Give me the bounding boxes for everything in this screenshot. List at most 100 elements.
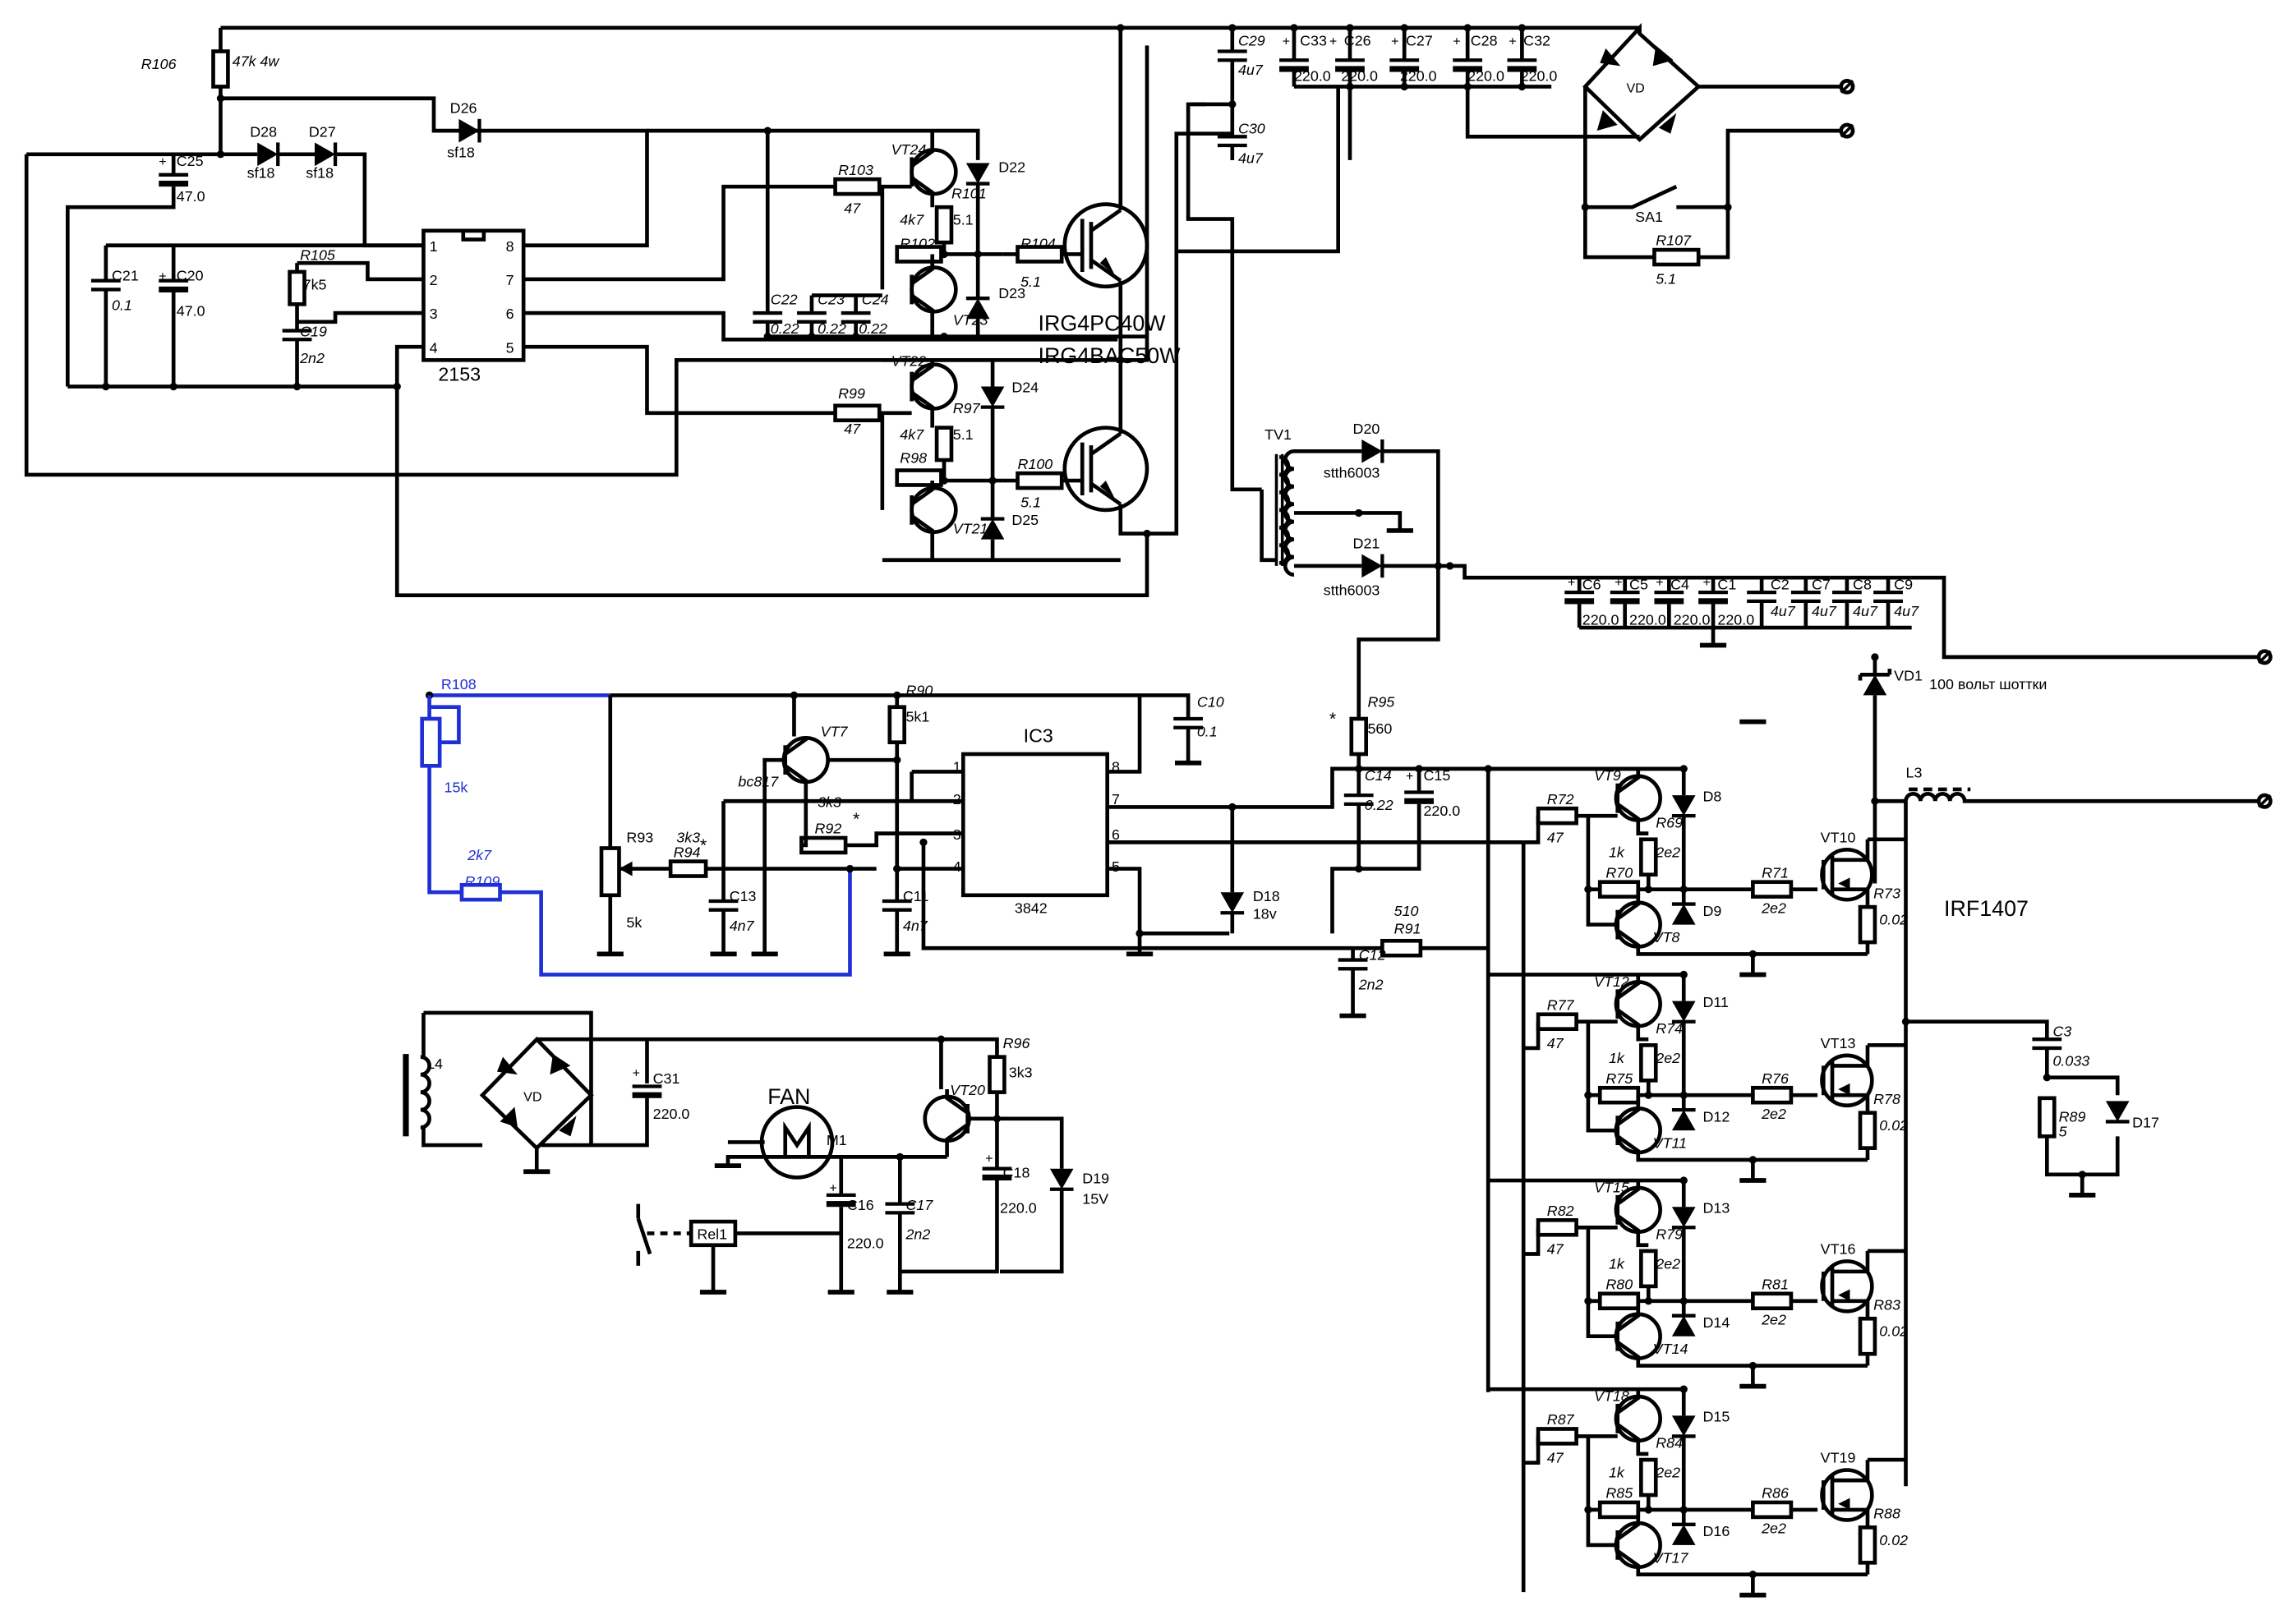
label-vt10: VT10 xyxy=(1821,829,1856,845)
label-r89: R89 xyxy=(2059,1108,2086,1125)
label-c2: C2 xyxy=(1771,577,1790,593)
label-d14: D14 xyxy=(1703,1314,1730,1331)
value-c31: 220.0 xyxy=(653,1106,690,1122)
value-r74: 2e2 xyxy=(1655,1050,1680,1066)
value-r95: 560 xyxy=(1367,720,1392,737)
value-c33: 220.0 xyxy=(1294,67,1331,84)
label-c24: C24 xyxy=(862,291,889,307)
value-c13: 4n7 xyxy=(730,918,755,934)
label-d26: D26 xyxy=(450,100,477,117)
ic3-pin-1: 1 xyxy=(953,758,961,775)
label-r105: R105 xyxy=(300,247,335,264)
value-d20: stth6003 xyxy=(1324,465,1380,481)
igbt-lower-label: IRG4BAC50W xyxy=(1039,343,1182,368)
label-sa1: SA1 xyxy=(1635,209,1663,225)
label-d24: D24 xyxy=(1011,380,1039,396)
label-l3: L3 xyxy=(1906,765,1923,781)
label-c12: C12 xyxy=(1359,947,1386,964)
value-c20: 47.0 xyxy=(177,303,205,320)
svg-text:*: * xyxy=(700,835,707,855)
label-c14: C14 xyxy=(1365,767,1392,784)
value-r97: 5.1 xyxy=(953,426,974,443)
label-r109: R109 xyxy=(465,873,500,890)
mains-section xyxy=(1117,22,1855,492)
value-r101-base: 4k7 xyxy=(900,212,924,228)
label-vd-bridge: VD xyxy=(1626,81,1644,96)
label-fan: FAN xyxy=(767,1084,810,1109)
label-c33: C33 xyxy=(1300,32,1327,48)
value-r101: 5.1 xyxy=(953,212,974,228)
value-c19: 2n2 xyxy=(299,350,325,366)
label-d21: D21 xyxy=(1353,535,1380,551)
value-r89: 5 xyxy=(2059,1123,2067,1139)
label-vt24: VT24 xyxy=(891,141,927,158)
svg-text:+: + xyxy=(1453,34,1460,48)
label-r90: R90 xyxy=(905,682,933,698)
value-ic3: 3842 xyxy=(1015,899,1048,916)
value-r100: 5.1 xyxy=(1020,494,1041,510)
label-c32: C32 xyxy=(1523,32,1550,48)
value-d19: 15V xyxy=(1082,1191,1108,1208)
label-d8: D8 xyxy=(1703,788,1722,804)
label-r99: R99 xyxy=(838,385,865,402)
label-c29: C29 xyxy=(1238,32,1265,48)
label-d18: D18 xyxy=(1253,888,1280,904)
value-c6: 220.0 xyxy=(1582,611,1619,628)
pin-7: 7 xyxy=(506,272,514,288)
svg-text:*: * xyxy=(853,809,860,829)
value-d26: sf18 xyxy=(447,144,475,160)
label-r79: R79 xyxy=(1656,1226,1683,1243)
label-r96: R96 xyxy=(1003,1035,1030,1051)
label-vt13: VT13 xyxy=(1821,1035,1856,1051)
label-r78: R78 xyxy=(1873,1091,1900,1107)
value-d21: stth6003 xyxy=(1324,582,1380,599)
label-d12: D12 xyxy=(1703,1108,1730,1125)
label-r76: R76 xyxy=(1762,1070,1789,1087)
label-c18: C18 xyxy=(1003,1164,1030,1180)
svg-text:+: + xyxy=(159,269,166,284)
svg-text:+: + xyxy=(1703,575,1711,590)
label-c17: C17 xyxy=(905,1197,933,1213)
label-vt16: VT16 xyxy=(1821,1241,1856,1258)
value-c14: 0.22 xyxy=(1365,797,1393,813)
value-r103: 47 xyxy=(844,200,861,216)
label-r94: R94 xyxy=(674,844,701,860)
value-d27: sf18 xyxy=(306,164,334,181)
label-d16: D16 xyxy=(1703,1523,1730,1539)
label-ic3: IC3 xyxy=(1024,725,1053,747)
label-irf1407: IRF1407 xyxy=(1944,896,2029,921)
value-c16: 220.0 xyxy=(847,1235,884,1251)
label-r88: R88 xyxy=(1873,1506,1900,1522)
value-r94: 3k3 xyxy=(676,829,700,845)
value-r77: 47 xyxy=(1547,1035,1564,1051)
svg-text:+: + xyxy=(159,154,166,169)
label-d17: D17 xyxy=(2132,1115,2159,1131)
label-r81: R81 xyxy=(1762,1276,1789,1292)
value-r104: 5.1 xyxy=(1020,274,1041,290)
label-c4: C4 xyxy=(1670,577,1689,593)
label-r73: R73 xyxy=(1873,885,1900,901)
value-r69-base: 1k xyxy=(1609,844,1625,860)
output-section xyxy=(1260,439,2273,884)
value-c1: 220.0 xyxy=(1717,611,1754,628)
value-r93: 5k xyxy=(626,914,642,931)
pin-5: 5 xyxy=(506,339,514,356)
svg-text:+: + xyxy=(985,1152,993,1166)
label-r83: R83 xyxy=(1873,1297,1900,1313)
label-c9: C9 xyxy=(1894,577,1913,593)
label-c27: C27 xyxy=(1406,32,1433,48)
ic-2153-label: 2153 xyxy=(438,363,481,384)
label-r107: R107 xyxy=(1656,232,1692,249)
label-r71: R71 xyxy=(1762,864,1789,881)
value-c32: 220.0 xyxy=(1521,67,1558,84)
value-c30: 4u7 xyxy=(1238,150,1264,167)
label-c10: C10 xyxy=(1197,694,1224,711)
label-r92: R92 xyxy=(815,821,842,837)
ic3-pin-2: 2 xyxy=(953,791,961,807)
value-r99: 47 xyxy=(844,421,861,437)
value-d28: sf18 xyxy=(247,164,275,181)
ic3-pin-5: 5 xyxy=(1112,858,1120,875)
label-vt20: VT20 xyxy=(950,1082,985,1098)
